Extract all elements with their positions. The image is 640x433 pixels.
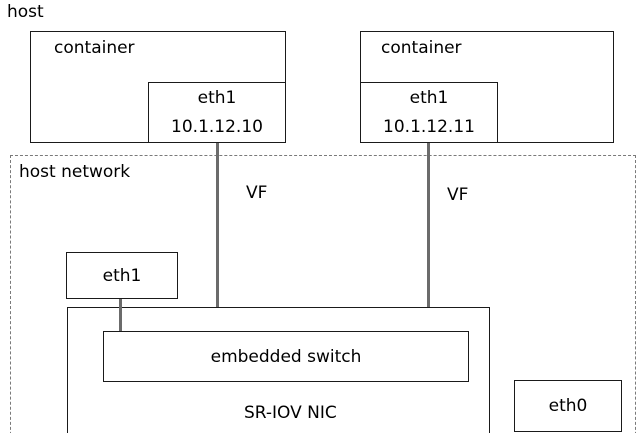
container-1-iface-label: eth1 [197,87,237,108]
host-eth0-box: eth0 [514,380,622,432]
host-network-region [10,155,636,433]
vf-link-1 [216,143,219,332]
container-2-iface-label: eth1 [409,87,449,108]
vf-label-2: VF [447,185,469,205]
container-2-eth1-box: eth1 10.1.12.11 [360,82,498,143]
vf-link-2 [427,143,430,332]
container-2-title: container [381,38,462,58]
embedded-switch-box: embedded switch [103,331,469,382]
host-label: host [7,2,44,22]
host-network-label: host network [19,162,131,182]
sriov-nic-label: SR-IOV NIC [244,403,337,423]
container-1-eth1-box: eth1 10.1.12.10 [148,82,286,143]
eth1-link [119,299,122,332]
host-eth0-label: eth0 [548,396,588,416]
host-eth1-label: eth1 [102,265,142,286]
container-2-ip-label: 10.1.12.11 [383,117,475,138]
container-1-ip-label: 10.1.12.10 [171,117,263,138]
host-eth1-box: eth1 [66,252,178,299]
embedded-switch-label: embedded switch [210,346,362,367]
container-1-title: container [54,38,135,58]
vf-label-1: VF [246,183,268,203]
